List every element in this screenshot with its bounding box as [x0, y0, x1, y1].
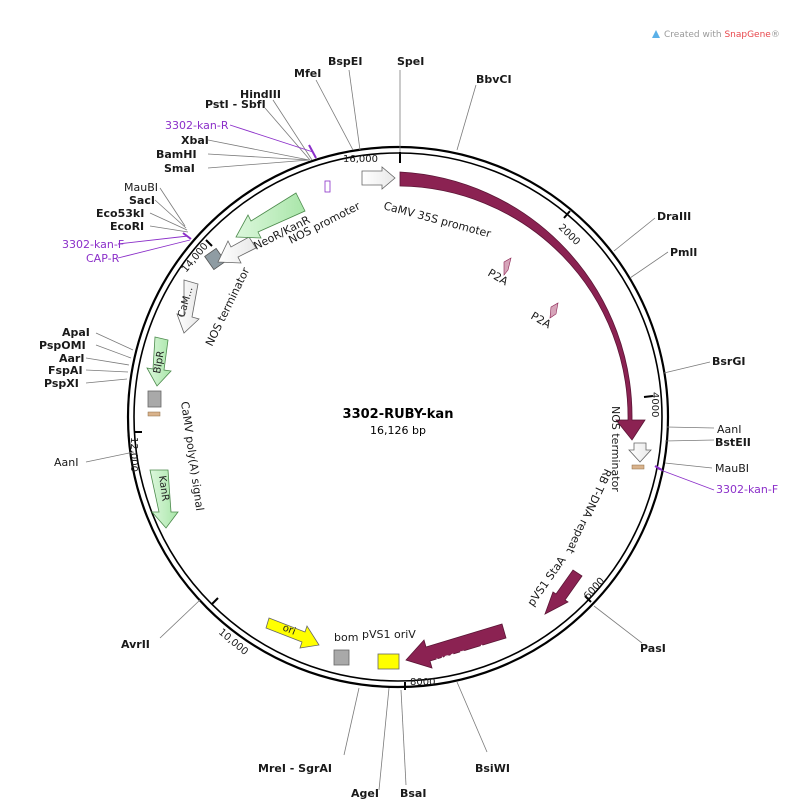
- primer-label-cap-r: CAP-R: [86, 252, 120, 265]
- credit-suffix: ®: [771, 30, 780, 40]
- tick-mark: [563, 210, 571, 219]
- tick-mark: [211, 597, 219, 605]
- feature-camv35s-promoter: [361, 166, 396, 190]
- feature-kanr: [149, 469, 179, 529]
- primer-mark-3302-kan-f-left: [182, 232, 192, 240]
- site-label-maubi-left: MauBI: [124, 181, 158, 194]
- primer-mark-3302-kan-f-right: [654, 465, 663, 471]
- site-label-pasi: PasI: [640, 642, 666, 655]
- tick-label-6000: 6000: [582, 576, 607, 602]
- tick-label-12000: 12,000: [128, 437, 139, 472]
- site-label-pspomi: PspOMI: [39, 339, 86, 352]
- feature-p2a-1: [503, 257, 512, 276]
- site-label-smai: SmaI: [164, 162, 195, 175]
- feature-rb-tdna-repeat: [631, 464, 645, 470]
- site-label-bsai: BsaI: [400, 787, 426, 800]
- site-label-agei: AgeI: [351, 787, 379, 800]
- feature-label-camv35s: CaMV 35S promoter: [382, 199, 493, 240]
- feature-label-rb-tdna-repeat: RB T-DNA repeat: [563, 467, 614, 556]
- feature-camv-polya: [147, 390, 162, 408]
- credit-prefix: Created with: [664, 30, 724, 40]
- feature-nos-promoter: [217, 236, 257, 264]
- credit-brand: SnapGene: [724, 30, 771, 40]
- tick-label-8000: 8000: [410, 677, 435, 688]
- primer-marks: [182, 144, 663, 471]
- primer-mark-3302-kan-r: [308, 144, 317, 159]
- feature-pvs1-oriv: [377, 653, 400, 670]
- site-label-mrei-sgrai: MreI - SgrAI: [258, 762, 332, 775]
- feature-label-blpr: BlpR: [152, 350, 167, 375]
- tick-mark: [584, 595, 592, 603]
- site-label-ecori: EcoRI: [110, 220, 144, 233]
- site-label-draiii: DraIII: [657, 210, 691, 223]
- site-label-hindiii: HindIII: [240, 88, 281, 101]
- feature-label-kanr: KanR: [156, 475, 170, 502]
- site-label-pmli: PmlI: [670, 246, 697, 259]
- site-label-bsiwi: BsiWI: [475, 762, 510, 775]
- svg-text:Created with SnapGene®: Created with SnapGene®: [664, 30, 780, 40]
- feature-p2a-2: [549, 302, 559, 319]
- site-label-saci: SacI: [129, 194, 155, 207]
- feature-label-nos-terminator-left: NOS terminator: [203, 265, 253, 348]
- site-label-mfei: MfeI: [294, 67, 321, 80]
- site-label-pspxi: PspXI: [44, 377, 79, 390]
- tick-mark: [643, 395, 654, 398]
- feature-ruby: [399, 171, 646, 441]
- site-label-fspai: FspAI: [48, 364, 83, 377]
- site-label-aari: AarI: [59, 352, 84, 365]
- feature-pvs1-staa: [544, 569, 583, 615]
- feature-blpr: [146, 336, 172, 387]
- tick-label-16000: 16,000: [343, 154, 378, 165]
- site-label-xbai: XbaI: [181, 134, 209, 147]
- site-label-avrii: AvrII: [121, 638, 150, 651]
- site-label-bbvci: BbvCI: [476, 73, 512, 86]
- feature-neor-kanr: [235, 192, 306, 239]
- site-label-psti-sbfi: PstI - SbfI: [205, 98, 266, 111]
- feature-bom: [333, 649, 350, 666]
- feature-pvs1-repa: [405, 623, 507, 669]
- tick-marks: [134, 152, 654, 690]
- site-label-bsteii: BstEII: [715, 436, 751, 449]
- site-label-bspei: BspEI: [328, 55, 362, 68]
- feature-label-pvs1-oriv: pVS1 oriV: [362, 628, 416, 641]
- snapgene-logo-icon: [652, 30, 660, 38]
- feature-label-bom: bom: [334, 631, 358, 644]
- tick-label-4000: 4000: [649, 392, 660, 417]
- primer-label-3302-kan-f-left: 3302-kan-F: [62, 238, 124, 251]
- site-label-aani-right: AanI: [717, 423, 741, 436]
- site-label-spei: SpeI: [397, 55, 424, 68]
- site-label-eco53ki: Eco53kI: [96, 207, 144, 220]
- primer-leader-lines: [117, 124, 715, 491]
- backbone-outer: [126, 145, 670, 689]
- primer-label-3302-kan-r: 3302-kan-R: [165, 119, 229, 132]
- feature-small-marker: [324, 180, 331, 193]
- feature-label-camv-polya: CaMV poly(A) signal: [178, 401, 206, 512]
- backbone-inner: [133, 152, 663, 682]
- snapgene-credit: Created with SnapGene®: [652, 30, 780, 40]
- site-label-bsrgi: BsrGI: [712, 355, 745, 368]
- feature-label-nos-terminator-right: NOS terminator: [609, 406, 622, 492]
- feature-nos-terminator-left: [204, 247, 226, 271]
- site-label-maubi-right: MauBI: [715, 462, 749, 475]
- site-label-bamhi: BamHI: [156, 148, 197, 161]
- feature-label-ori: ori: [281, 623, 297, 638]
- feature-polya-mark: [147, 411, 161, 417]
- primer-label-3302-kan-f-right: 3302-kan-F: [716, 483, 778, 496]
- site-label-apai: ApaI: [62, 326, 90, 339]
- tick-mark: [205, 239, 213, 247]
- plasmid-size: 16,126 bp: [370, 424, 426, 437]
- feature-nos-terminator-right: [628, 442, 652, 463]
- plasmid-name: 3302-RUBY-kan: [343, 407, 454, 422]
- feature-cam-truncated: [176, 279, 200, 334]
- site-label-aani-left: AanI: [54, 456, 78, 469]
- feature-ori: [265, 617, 320, 649]
- feature-label-p2a-2: P2A: [529, 309, 554, 331]
